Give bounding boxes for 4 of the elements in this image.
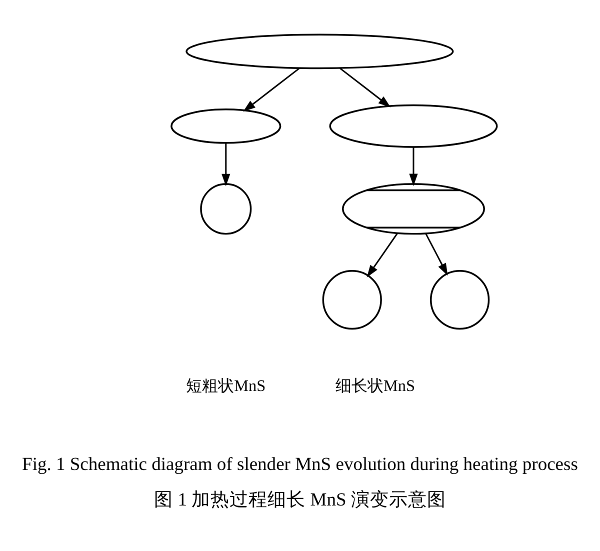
label: 短粗状MnS [186, 376, 266, 395]
caption: 图 1 加热过程细长 MnS 演变示意图 [154, 490, 446, 511]
label: 细长状MnS [336, 376, 416, 395]
label: Fig. 1 Schematic diagram of slender MnS evolution during heating process [22, 454, 578, 475]
